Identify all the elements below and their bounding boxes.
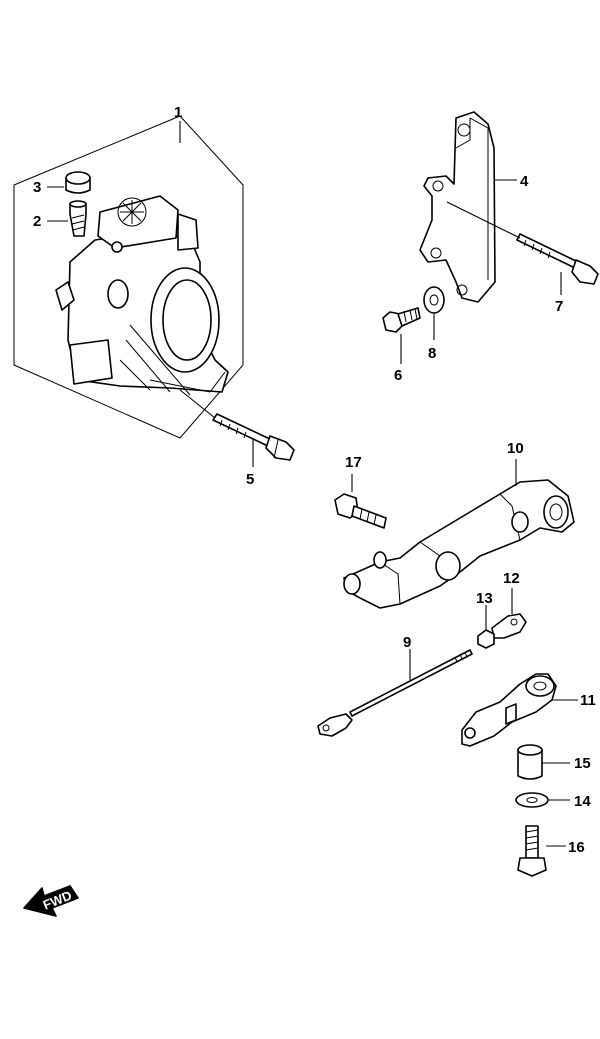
part-10-lever: 10 [343,440,575,609]
callout-6: 6 [394,367,402,384]
part-16-bolt: 16 [517,825,585,877]
part-14-washer: 14 [515,792,591,810]
part-8-washer: 8 [423,286,445,362]
callout-9: 9 [403,634,411,651]
callout-15: 15 [574,755,591,772]
callout-10: 10 [507,440,524,457]
callout-3: 3 [33,179,41,196]
part-7-bolt: 7 [446,201,599,315]
part-3-cap [65,171,91,194]
callout-13: 13 [476,590,493,607]
callout-17: 17 [345,454,362,471]
part-15-collar: 15 [517,744,591,780]
callout-1: 1 [174,104,182,121]
callout-4: 4 [520,173,529,190]
throttle-body [55,195,229,396]
callout-2: 2 [33,213,41,230]
callout-16: 16 [568,839,585,856]
callout-14: 14 [574,793,591,810]
throttle-body-group: 1 2 3 [13,104,244,439]
callout-12: 12 [503,570,520,587]
part-2-screw [69,200,87,237]
part-1-outline-box [13,115,244,439]
part-11-lever: 11 [461,673,596,747]
part-12-joint: 12 [491,570,527,639]
fwd-label: FWD [41,888,74,913]
fwd-direction-badge: FWD [23,885,79,917]
part-6-bolt: 6 [382,307,421,384]
callout-11: 11 [580,692,596,709]
part-17-bolt: 17 [334,454,387,529]
part-5-bolt: 5 [179,389,295,488]
part-9-rod: 9 [317,634,473,737]
callout-7: 7 [555,298,563,315]
part-4-bracket: 4 [419,111,529,303]
callout-8: 8 [428,345,436,362]
part-13-nut: 13 [476,590,495,649]
callout-5: 5 [246,471,254,488]
